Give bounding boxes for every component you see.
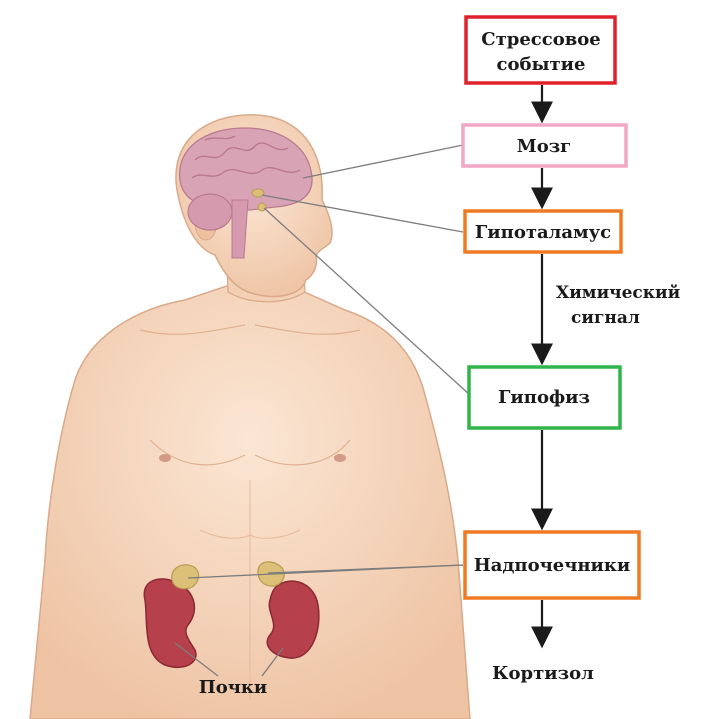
pituitary-box: Гипофиз [467, 365, 622, 430]
human-body-illustration [29, 114, 471, 719]
pituitary-marker [257, 202, 267, 212]
hypothalamus-label: Гипоталамус [475, 222, 611, 243]
nipple-right [334, 454, 346, 462]
stress-event-line1: Стрессовое [481, 29, 600, 50]
nipple-left [159, 454, 171, 462]
kidneys-label: Почки [199, 677, 268, 698]
cerebellum [187, 193, 233, 231]
leader-kidney-right [261, 647, 284, 677]
adrenals-box: Надпочечники [463, 530, 641, 600]
leader-kidney-left [174, 642, 219, 677]
leader-lines [174, 144, 471, 677]
chemical-signal-line2: сигнал [571, 308, 640, 328]
leader-adrenal-right [267, 564, 464, 574]
kidney-right [266, 580, 320, 659]
brain-folds [191, 135, 301, 179]
cortisol-label: Кортизол [492, 663, 594, 684]
leader-hypothalamus [261, 194, 464, 233]
leader-pituitary [263, 207, 471, 396]
hypothalamus-marker [251, 188, 265, 198]
brain-box: Мозг [461, 123, 628, 168]
abdomen-contour [199, 480, 301, 700]
brainstem [231, 199, 249, 259]
pituitary-label: Гипофиз [498, 387, 590, 408]
adrenals-label: Надпочечники [474, 555, 631, 576]
chest-contour [149, 439, 351, 466]
adrenal-left [171, 564, 200, 590]
leader-brain [302, 144, 464, 179]
brain-label: Мозг [517, 136, 571, 157]
chemical-signal-line1: Химический [556, 283, 681, 303]
stress-event-line2: событие [497, 54, 586, 75]
hypothalamus-box: Гипоталамус [463, 209, 623, 254]
stress-event-box: Стрессовое событие [464, 15, 617, 85]
clavicle-contour [139, 324, 361, 335]
